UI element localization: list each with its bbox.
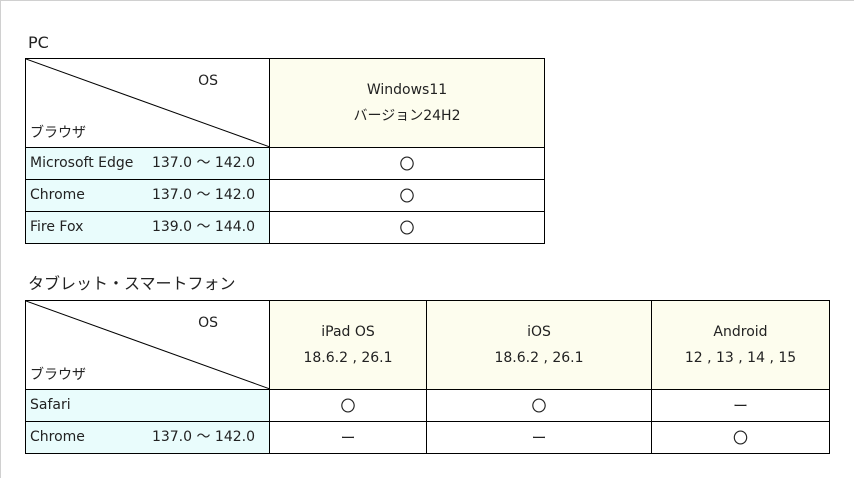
browser-name: Fire Fox <box>30 219 84 235</box>
support-mark: ー <box>651 389 830 422</box>
diagonal-divider <box>26 301 270 389</box>
table-row: Chrome 137.0 〜 142.0 ー ー 〇 <box>25 421 830 454</box>
corner-header-cell: OS ブラウザ <box>25 58 270 148</box>
browser-axis-label: ブラウザ <box>30 367 86 383</box>
browser-cell-safari: Safari <box>25 389 270 422</box>
pc-support-table: OS ブラウザ Windows11 バージョン24H2 Microsoft Ed… <box>25 58 545 244</box>
pc-section-title: PC <box>28 33 49 52</box>
support-mark: 〇 <box>269 389 427 422</box>
browser-cell-firefox: Fire Fox 139.0 〜 144.0 <box>25 211 270 244</box>
os-header-ipados: iPad OS 18.6.2 , 26.1 <box>269 300 427 390</box>
os-name: Android <box>713 324 768 340</box>
diagonal-divider <box>26 59 270 147</box>
support-mark: 〇 <box>651 421 830 454</box>
os-axis-label: OS <box>198 315 218 331</box>
os-header-android: Android 12 , 13 , 14 , 15 <box>651 300 830 390</box>
os-version: 12 , 13 , 14 , 15 <box>684 350 797 366</box>
browser-name: Microsoft Edge <box>30 155 134 171</box>
support-mark: 〇 <box>426 389 652 422</box>
table-row: Microsoft Edge 137.0 〜 142.0 〇 <box>25 147 545 180</box>
os-name: Windows11 <box>366 82 448 98</box>
table-row: Safari 〇 〇 ー <box>25 389 830 422</box>
support-mark: 〇 <box>269 147 545 180</box>
table-row: Fire Fox 139.0 〜 144.0 〇 <box>25 211 545 244</box>
browser-name: Chrome <box>30 187 85 203</box>
support-mark: 〇 <box>269 211 545 244</box>
window-frame-top <box>0 0 854 1</box>
browser-name: Safari <box>30 397 71 413</box>
browser-cell-chrome: Chrome 137.0 〜 142.0 <box>25 179 270 212</box>
tablet-section-title: タブレット・スマートフォン <box>28 274 236 293</box>
tablet-support-table: OS ブラウザ iPad OS 18.6.2 , 26.1 iOS 18.6.2… <box>25 300 830 454</box>
os-header-ios: iOS 18.6.2 , 26.1 <box>426 300 652 390</box>
browser-cell-edge: Microsoft Edge 137.0 〜 142.0 <box>25 147 270 180</box>
os-version: 18.6.2 , 26.1 <box>303 350 393 366</box>
browser-version: 137.0 〜 142.0 <box>151 187 255 203</box>
os-header-windows11: Windows11 バージョン24H2 <box>269 58 545 148</box>
browser-cell-chrome: Chrome 137.0 〜 142.0 <box>25 421 270 454</box>
table-row: Chrome 137.0 〜 142.0 〇 <box>25 179 545 212</box>
browser-version: 137.0 〜 142.0 <box>151 155 255 171</box>
corner-header-cell: OS ブラウザ <box>25 300 270 390</box>
header-row: OS ブラウザ Windows11 バージョン24H2 <box>25 58 545 148</box>
browser-axis-label: ブラウザ <box>30 125 86 141</box>
support-mark: 〇 <box>269 179 545 212</box>
browser-version: 137.0 〜 142.0 <box>151 429 255 445</box>
header-row: OS ブラウザ iPad OS 18.6.2 , 26.1 iOS 18.6.2… <box>25 300 830 390</box>
os-version: バージョン24H2 <box>353 108 461 124</box>
window-frame-left <box>0 0 1 478</box>
os-axis-label: OS <box>198 73 218 89</box>
browser-name: Chrome <box>30 429 85 445</box>
support-mark: ー <box>269 421 427 454</box>
browser-version: 139.0 〜 144.0 <box>151 219 255 235</box>
os-name: iOS <box>527 324 551 340</box>
support-mark: ー <box>426 421 652 454</box>
os-version: 18.6.2 , 26.1 <box>494 350 584 366</box>
os-name: iPad OS <box>321 324 375 340</box>
